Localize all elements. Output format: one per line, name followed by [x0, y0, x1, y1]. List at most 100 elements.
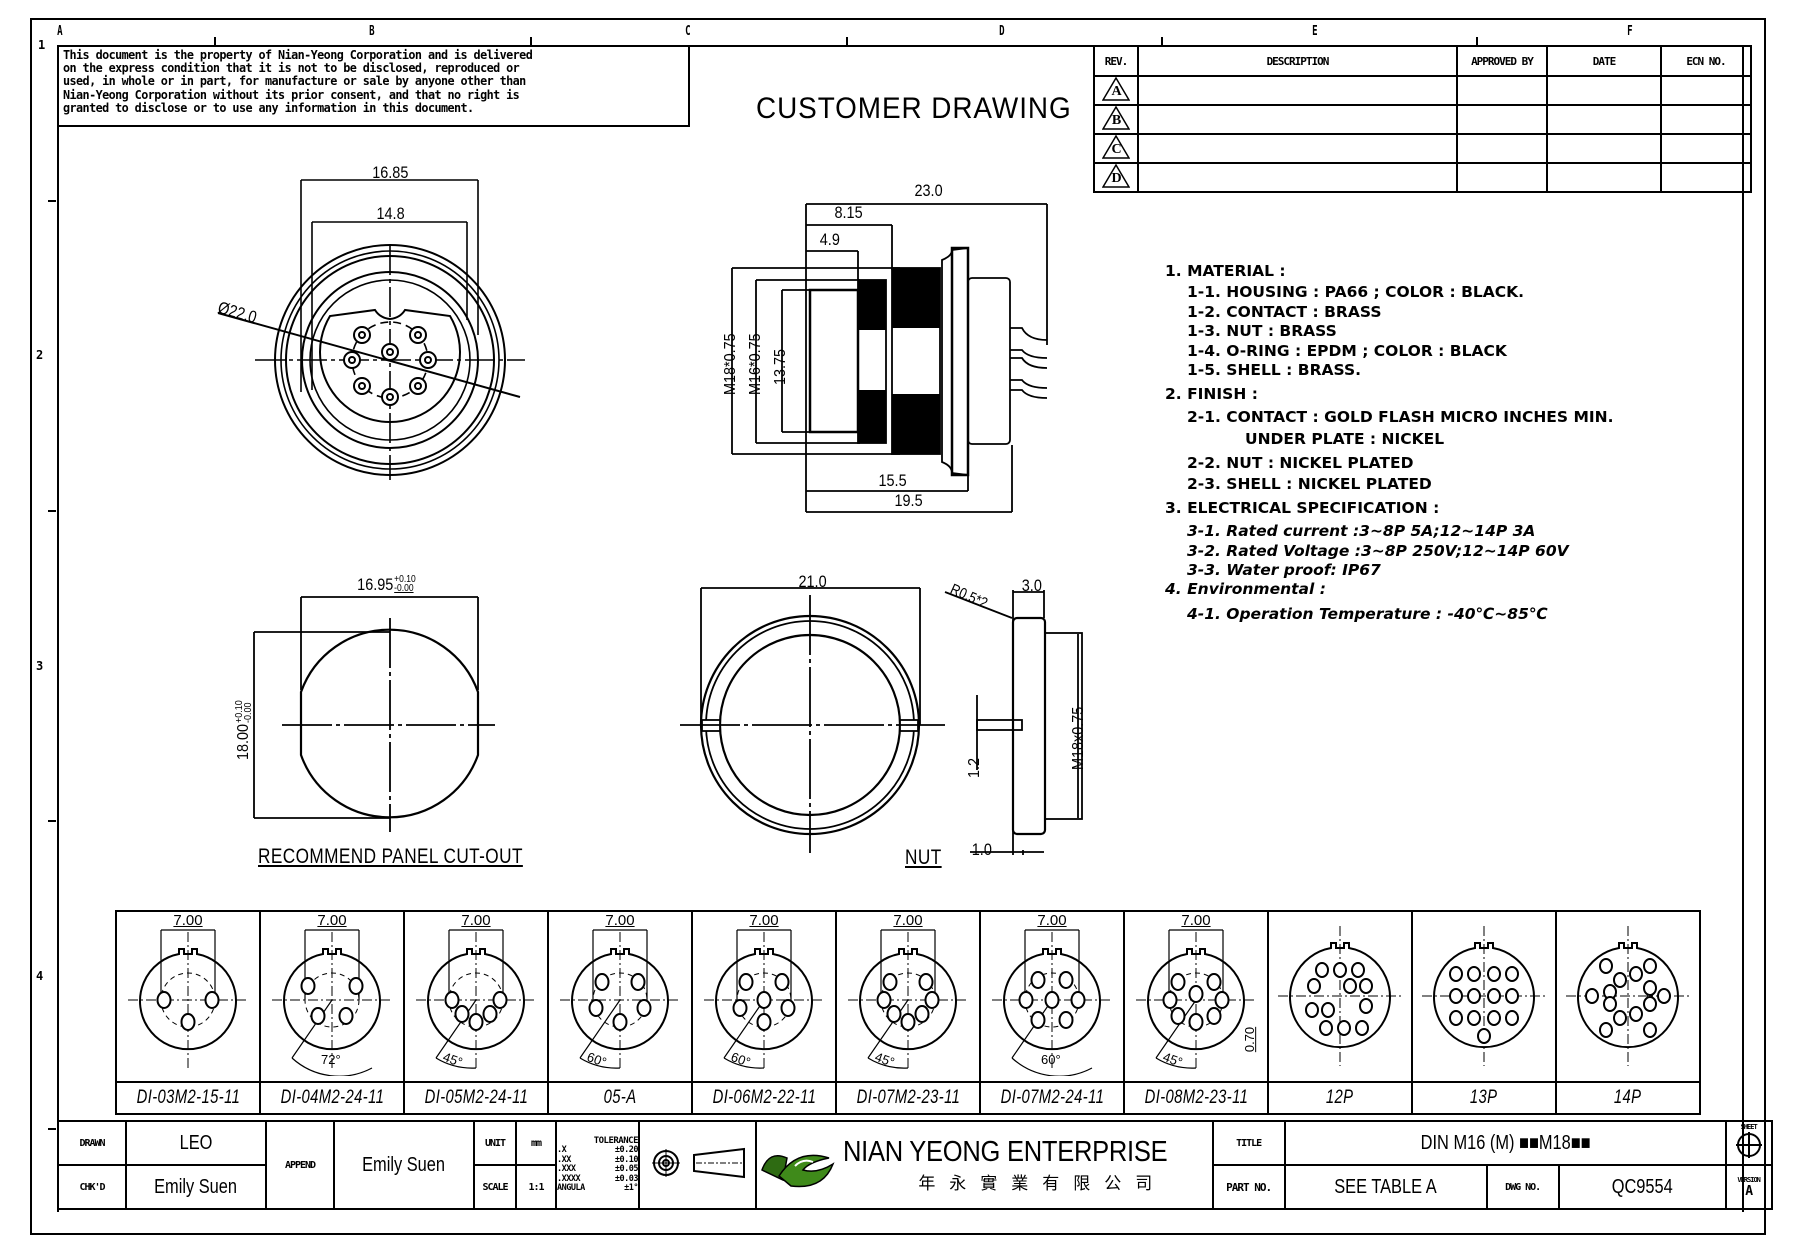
pin-layout-cell [1267, 910, 1413, 1083]
description-cell [1137, 75, 1458, 106]
dim-cutout-height: 18.00+0.10-0.00 [234, 700, 254, 760]
zone-tick [1161, 37, 1163, 45]
revision-table: REV. DESCRIPTION APPROVED BY DATE ECN NO… [1093, 45, 1752, 193]
contact-pin [1449, 988, 1463, 1004]
pin-spacing-dim: 7.00 [893, 912, 923, 929]
nut-drawing [680, 587, 1083, 855]
revision-row: C [1093, 133, 1752, 164]
pin-spacing-dim: 7.00 [749, 912, 779, 929]
contact-pin [1449, 1010, 1463, 1026]
date-cell [1546, 133, 1662, 164]
contact-pin [1449, 966, 1463, 982]
contact-pin [1359, 998, 1373, 1014]
sheet-label: SHEET [1740, 1122, 1758, 1131]
pin-angle-dim: 72° [321, 1052, 341, 1067]
tolerance-title: TOLERANCE [593, 1135, 639, 1146]
pin-spacing-dim: 7.00 [173, 912, 203, 929]
tolerance-value: ±0.05 [614, 1164, 639, 1174]
sheet-crosshair-icon [1735, 1131, 1762, 1158]
contact-pin [1613, 972, 1627, 988]
contact-pin [630, 973, 646, 991]
date-cell [1546, 162, 1662, 193]
contact-pin [1170, 973, 1186, 991]
contact-pin [1058, 971, 1074, 989]
connector-shell-outline [1433, 942, 1535, 1049]
contact-pin [1070, 991, 1086, 1009]
dim-width-inner: 14.8 [376, 204, 405, 223]
contact-pin [1058, 1011, 1074, 1029]
contact-pin [636, 999, 652, 1017]
pin-layout-label: DI-05M2-24-11 [403, 1081, 549, 1115]
contact-pin [1643, 958, 1657, 974]
disclaimer-line: granted to disclose or to use any inform… [63, 99, 474, 115]
tolerance-row: .XXXX±0.03 [557, 1174, 639, 1185]
contact-pin [1321, 1002, 1335, 1018]
contact-pin [454, 1005, 470, 1023]
contact-pin [1643, 1022, 1657, 1038]
contact-pin [1307, 978, 1321, 994]
approved-by-cell [1456, 133, 1548, 164]
tolerance-row: .XXX ±0.05 [557, 1164, 639, 1175]
zone-letter: D [999, 24, 1005, 39]
connector-shell-outline [139, 948, 237, 1051]
note-line: 4. Environmental : [1165, 580, 1326, 598]
disclaimer-line: used, in whole or in part, for manufactu… [63, 73, 526, 89]
note-line: 3-3. Water proof: IP67 [1187, 561, 1381, 579]
contact-pin [492, 991, 508, 1009]
pin-layout-drawing [992, 929, 1112, 1077]
revision-row: B [1093, 104, 1752, 135]
pin-spacing-dim: 7.00 [605, 912, 635, 929]
scale-value: 1:1 [515, 1164, 557, 1210]
part-number-value: SEE TABLE A [1283, 1164, 1488, 1210]
pin-layout-label: DI-06M2-22-11 [691, 1081, 837, 1115]
column-header: DATE [1546, 45, 1662, 77]
pin-layout-label: DI-04M2-24-11 [259, 1081, 405, 1115]
revision-row: A [1093, 75, 1752, 106]
connector-shell-outline [283, 948, 381, 1051]
contact-pin [156, 991, 172, 1009]
zone-tick [48, 820, 56, 822]
description-cell [1137, 133, 1458, 164]
contact-pin [1643, 996, 1657, 1012]
scale-label: SCALE [473, 1164, 517, 1210]
company-name: NIAN YEONG ENTERPRISE [843, 1136, 1168, 1168]
note-line: UNDER PLATE : NICKEL [1245, 430, 1445, 448]
contact-pin [348, 977, 364, 995]
column-header: REV. [1093, 45, 1139, 77]
pin-layout-label: 13P [1411, 1081, 1557, 1115]
pin-layout-label: 14P [1555, 1081, 1701, 1115]
contact-pin [1643, 980, 1657, 996]
contact-pin [1505, 988, 1519, 1004]
tolerance-value: ±1° [624, 1183, 638, 1193]
note-line: 3-2. Rated Voltage :3~8P 250V;12~14P 60V [1187, 542, 1569, 560]
disclaimer-box: This document is the property of Nian-Ye… [57, 45, 690, 127]
append-value: Emily Suen [333, 1120, 475, 1210]
contact-pin [780, 999, 796, 1017]
pin-layout-drawing [272, 929, 392, 1077]
note-line: 2. FINISH : [1165, 385, 1258, 403]
contact-pin [1162, 991, 1178, 1009]
contact-pin [1206, 1007, 1222, 1025]
zone-number: 4 [36, 969, 44, 983]
contact-pin [1477, 1028, 1491, 1044]
checked-value: Emily Suen [125, 1164, 267, 1210]
tolerance-key: .XX [557, 1154, 571, 1165]
contact-pin [1044, 991, 1060, 1009]
contact-pin [886, 1005, 902, 1023]
ecn-cell [1660, 133, 1752, 164]
dim-cutout-width: 16.95+0.10-0.00 [357, 574, 416, 595]
note-line: 1-5. SHELL : BRASS. [1187, 361, 1362, 379]
zone-tick [48, 510, 56, 512]
contact-pin [1018, 991, 1034, 1009]
pin-layout-label: DI-08M2-23-11 [1123, 1081, 1269, 1115]
contact-pin [1030, 1011, 1046, 1029]
contact-pin [1505, 966, 1519, 982]
tolerance-key: .XXX [557, 1164, 576, 1174]
dim-width-outer: 16.85 [372, 163, 409, 182]
contact-pin [738, 973, 754, 991]
contact-pin [482, 1005, 498, 1023]
